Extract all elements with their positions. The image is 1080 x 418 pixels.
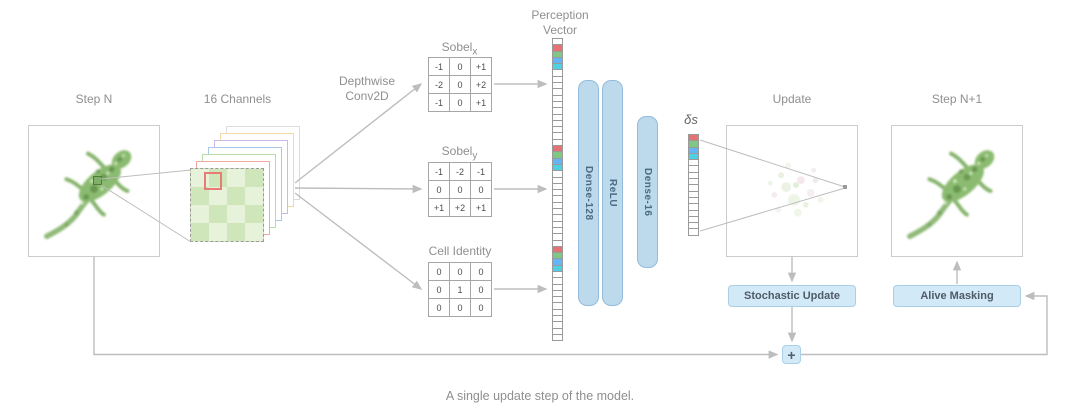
- relu-bar: ReLU: [602, 80, 623, 306]
- channels-label: 16 Channels: [203, 92, 272, 106]
- plus-node: +: [782, 345, 801, 364]
- lizard-image-next: [892, 126, 1022, 256]
- figure-caption: A single update step of the model.: [445, 389, 635, 403]
- depthwise-conv2d-label: Depthwise Conv2D: [310, 74, 424, 104]
- channel-front-layer: [190, 168, 264, 242]
- sobel-x-label-base: Sobel: [441, 40, 473, 54]
- matrix-cell: 0: [450, 58, 471, 76]
- matrix-cell: 1: [450, 281, 471, 299]
- matrix-cell: +2: [450, 199, 471, 217]
- delta-s-text: δs: [684, 112, 698, 127]
- depthwise-label-line1: Depthwise: [338, 74, 396, 88]
- dense-128-text: Dense-128: [583, 165, 594, 221]
- matrix-cell: 0: [471, 263, 492, 281]
- sobel-y-label-base: Sobel: [441, 144, 473, 158]
- matrix-cell: +1: [471, 199, 492, 217]
- sobel-x-label-sub: x: [472, 46, 478, 58]
- matrix-cell: 0: [429, 281, 450, 299]
- step-n1-label: Step N+1: [931, 92, 983, 106]
- step-n-box: [28, 125, 160, 257]
- matrix-cell: 0: [429, 263, 450, 281]
- step-n-label: Step N: [75, 92, 113, 106]
- alive-masking-box: Alive Masking: [893, 285, 1021, 307]
- matrix-cell: +2: [471, 76, 492, 94]
- matrix-cell: -2: [429, 76, 450, 94]
- matrix-cell: 0: [450, 76, 471, 94]
- step-n1-box: [891, 125, 1023, 257]
- matrix-cell: 0: [471, 181, 492, 199]
- matrix-cell: +1: [471, 58, 492, 76]
- vector-cell: [552, 333, 563, 342]
- dense-16-bar: Dense-16: [637, 116, 658, 268]
- channels-stack: [190, 126, 310, 246]
- stochastic-update-box: Stochastic Update: [728, 285, 856, 307]
- matrix-cell: -2: [450, 163, 471, 181]
- matrix-cell: -1: [429, 58, 450, 76]
- lizard-image: [29, 126, 159, 256]
- perception-vector: [552, 38, 563, 342]
- sobel-y-label-sub: y: [472, 150, 478, 162]
- dense-128-bar: Dense-128: [578, 80, 599, 306]
- cell-marker: [93, 176, 102, 185]
- matrix-cell: 0: [450, 181, 471, 199]
- delta-s-label: δs: [676, 112, 706, 128]
- matrix-cell: -1: [471, 163, 492, 181]
- relu-text: ReLU: [607, 178, 618, 208]
- perception-label-line2: Vector: [542, 23, 578, 37]
- matrix-cell: 0: [429, 299, 450, 317]
- matrix-cell: -1: [429, 94, 450, 112]
- perception-vector-label: Perception Vector: [514, 8, 606, 38]
- update-box: [726, 125, 858, 257]
- sobel-y-label: Sobely: [424, 144, 495, 163]
- dense-16-text: Dense-16: [642, 167, 653, 217]
- matrix-cell: 0: [471, 281, 492, 299]
- matrix-cell: 0: [450, 299, 471, 317]
- matrix-cell: 0: [429, 181, 450, 199]
- matrix-cell: +1: [471, 94, 492, 112]
- sobel-x-label: Sobelx: [424, 40, 495, 59]
- cell-identity-label: Cell Identity: [428, 244, 492, 258]
- stack-to-identity-arrow: [294, 192, 423, 290]
- vector-cell: [688, 228, 699, 236]
- stack-to-sobely-arrow: [294, 184, 423, 194]
- depthwise-label-line2: Conv2D: [345, 89, 389, 103]
- matrix-cell: 0: [471, 299, 492, 317]
- matrix-cell: 0: [450, 94, 471, 112]
- update-label: Update: [772, 92, 812, 106]
- matrix-cell: 0: [450, 263, 471, 281]
- matrix-cell: -1: [429, 163, 450, 181]
- kernel-focus-cell: [204, 172, 222, 190]
- matrix-cell: +1: [429, 199, 450, 217]
- ds-vector: [688, 134, 699, 236]
- perception-label-line1: Perception: [531, 8, 589, 22]
- update-ghost-image: [767, 162, 824, 217]
